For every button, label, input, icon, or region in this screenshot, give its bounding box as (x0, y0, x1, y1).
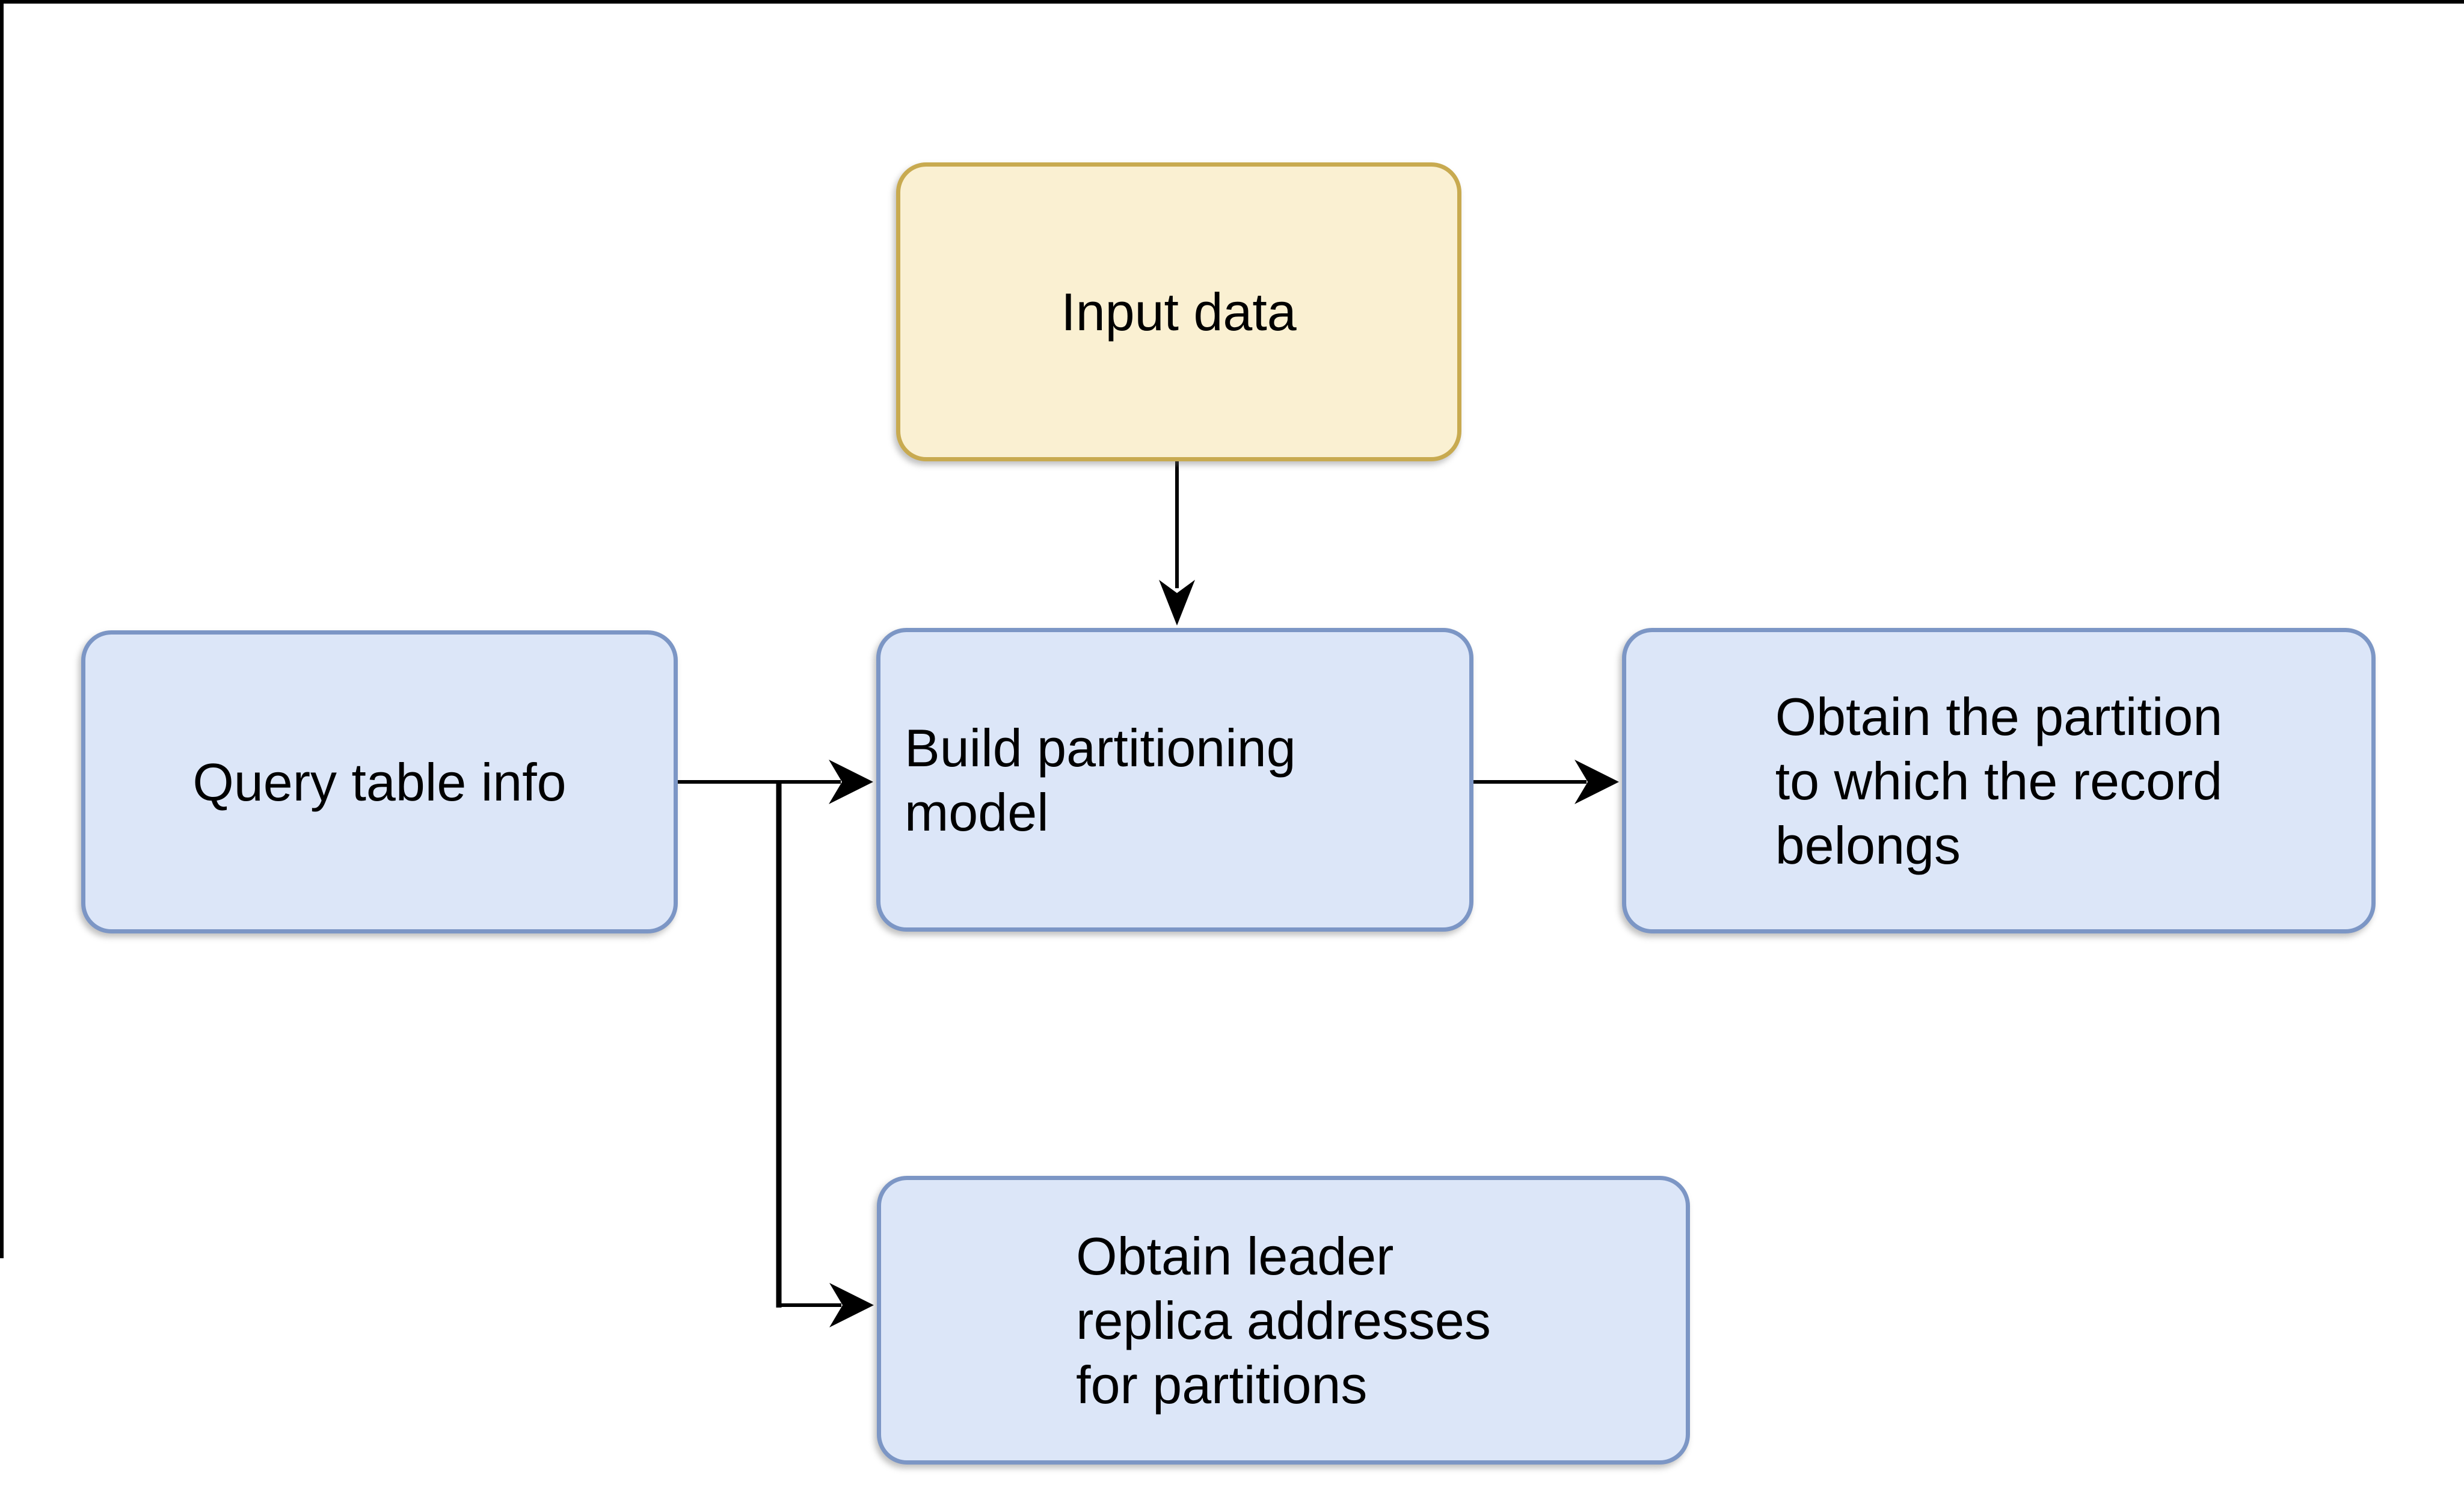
node-query-table-info: Query table info (81, 630, 678, 933)
arrow-input-to-build (1159, 460, 1195, 626)
node-input-data-label: Input data (1061, 282, 1297, 342)
node-obtain-leader-replicas: Obtain leader replica addresses for part… (877, 1176, 1690, 1465)
arrow-query-to-leader (776, 782, 874, 1327)
node-obtain-leader-replicas-label: Obtain leader replica addresses for part… (1076, 1226, 1491, 1415)
arrow-query-to-build (678, 760, 873, 804)
node-obtain-partition-label: Obtain the partition to which the record… (1775, 686, 2223, 875)
node-query-table-info-label: Query table info (192, 752, 567, 812)
node-obtain-partition: Obtain the partition to which the record… (1622, 628, 2376, 933)
node-build-partitioning-model: Build partitioning model (876, 628, 1473, 932)
frame-border-left (0, 0, 4, 1258)
node-input-data: Input data (896, 162, 1461, 461)
frame-border-top (0, 0, 2464, 4)
arrow-build-to-partition (1473, 760, 1619, 804)
node-build-partitioning-model-label: Build partitioning model (905, 718, 1296, 842)
